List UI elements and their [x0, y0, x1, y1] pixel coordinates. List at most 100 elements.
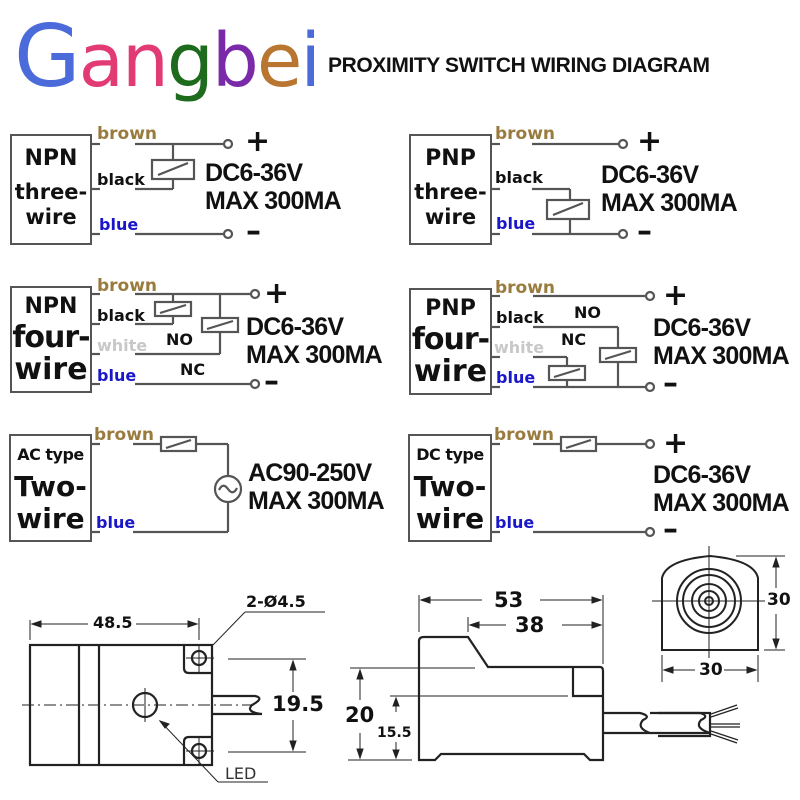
ac-two-wire-box: AC type Two- wire — [9, 434, 92, 542]
cable-drawing — [710, 704, 740, 744]
positive-terminal: + — [663, 278, 689, 313]
logo-letter: i — [300, 18, 321, 104]
front-view-dimension-lines — [652, 546, 785, 682]
voltage-spec: AC90-250V — [248, 459, 372, 487]
wire-label-black: black — [97, 170, 145, 189]
logo-letter: G — [14, 7, 81, 107]
logo-letter: e — [256, 18, 303, 104]
top-view-dimension-lines — [22, 611, 325, 783]
voltage-spec: DC6-36V — [653, 314, 751, 342]
current-spec: MAX 300MA — [248, 487, 385, 515]
dimension-face-length: 38 — [515, 613, 545, 637]
wire-count-label: four- — [12, 320, 90, 355]
dimension-length-side: 53 — [494, 588, 524, 612]
side-view-dimension-lines — [348, 595, 604, 761]
wire-label: wire — [415, 502, 485, 535]
wire-label-brown: brown — [495, 278, 556, 298]
top-view-drawing — [28, 643, 263, 767]
sensor-type-label: DC type — [416, 445, 484, 464]
normally-open-label: NO — [574, 303, 601, 322]
dc-two-wire-box: DC type Two- wire — [408, 434, 492, 542]
wire-label: wire — [424, 205, 477, 229]
dimension-holes: 2-Ø4.5 — [246, 592, 306, 611]
npn-three-wire-box: NPN three- wire — [10, 134, 92, 245]
positive-terminal: + — [245, 124, 271, 159]
npn-four-wire-box: NPN four- wire — [10, 286, 92, 393]
wire-label-brown: brown — [494, 425, 555, 445]
logo-letter: a — [78, 18, 124, 104]
sensor-type-label: AC type — [17, 445, 84, 464]
positive-terminal: + — [663, 426, 689, 461]
wire-label-black: black — [495, 168, 543, 187]
wire-count-label: Two- — [14, 470, 87, 503]
sensor-type-label: NPN — [24, 294, 78, 319]
wire-label-brown: brown — [94, 425, 155, 445]
negative-terminal: – — [264, 364, 279, 399]
sensor-type-label: PNP — [425, 146, 476, 171]
sensor-type-label: PNP — [425, 296, 476, 321]
ac-source-icon — [215, 476, 241, 502]
negative-terminal: – — [246, 214, 261, 249]
wire-label-brown: brown — [97, 276, 158, 296]
wire-label-black: black — [496, 308, 544, 327]
pnp-three-circuit — [492, 138, 629, 240]
wire-count-label: three- — [14, 180, 88, 204]
logo-letter: g — [166, 18, 214, 104]
current-spec: MAX 300MA — [653, 342, 790, 370]
wire-label-white: white — [97, 336, 148, 355]
wire-label-white: white — [494, 338, 545, 357]
wire-label: wire — [413, 354, 488, 389]
pnp-four-wire-box: PNP four- wire — [409, 288, 492, 395]
npn-three-circuit — [92, 138, 234, 240]
wire-count-label: three- — [414, 180, 487, 204]
dc-two-circuit — [492, 435, 656, 538]
current-spec: MAX 300MA — [205, 187, 342, 215]
wire-label-brown: brown — [97, 124, 158, 144]
led-label: LED — [225, 764, 257, 783]
wire-label-blue: blue — [97, 366, 137, 385]
dimension-height: 20 — [345, 703, 375, 727]
voltage-spec: DC6-36V — [205, 159, 303, 187]
front-view-drawing — [661, 554, 759, 651]
side-view-drawing — [417, 635, 712, 762]
dimension-front-width: 30 — [699, 660, 723, 680]
dimension-front-height: 30 — [767, 590, 791, 610]
dimension-hole-spacing: 19.5 — [272, 692, 324, 716]
wire-count-label: Two- — [413, 470, 487, 503]
wire-label: wire — [25, 205, 77, 229]
wire-label-brown: brown — [495, 124, 556, 144]
negative-terminal: – — [637, 214, 652, 249]
wire-label-blue: blue — [96, 513, 136, 532]
wire-count-label: four- — [411, 322, 490, 357]
wire-label-blue: blue — [495, 513, 535, 532]
voltage-spec: DC6-36V — [653, 461, 751, 489]
normally-open-label: NO — [166, 330, 193, 349]
wire-label-blue: blue — [496, 214, 536, 233]
dimension-length-top: 48.5 — [93, 613, 133, 632]
wire-label: wire — [16, 502, 85, 535]
sensor-type-label: NPN — [24, 146, 78, 171]
logo-letter: n — [122, 18, 169, 104]
negative-terminal: – — [663, 512, 678, 547]
current-spec: MAX 300MA — [246, 341, 383, 369]
wire-label: wire — [14, 352, 88, 387]
brand-logo: Gangbei — [14, 7, 321, 107]
current-spec: MAX 300MA — [601, 189, 738, 217]
voltage-spec: DC6-36V — [246, 313, 344, 341]
page-title: PROXIMITY SWITCH WIRING DIAGRAM — [328, 54, 710, 77]
wire-label-black: black — [97, 306, 145, 325]
pnp-four-circuit — [492, 290, 656, 393]
positive-terminal: + — [637, 124, 663, 159]
logo-letter: b — [211, 18, 259, 104]
pnp-three-wire-box: PNP three- wire — [409, 134, 492, 245]
wire-label-blue: blue — [496, 368, 536, 387]
normally-closed-label: NC — [180, 360, 206, 379]
current-spec: MAX 300MA — [653, 489, 790, 517]
positive-terminal: + — [264, 276, 290, 311]
npn-four-circuit — [92, 288, 261, 390]
dimension-step-height: 15.5 — [377, 725, 412, 741]
voltage-spec: DC6-36V — [601, 161, 699, 189]
wire-label-blue: blue — [99, 215, 139, 234]
negative-terminal: – — [663, 366, 678, 401]
